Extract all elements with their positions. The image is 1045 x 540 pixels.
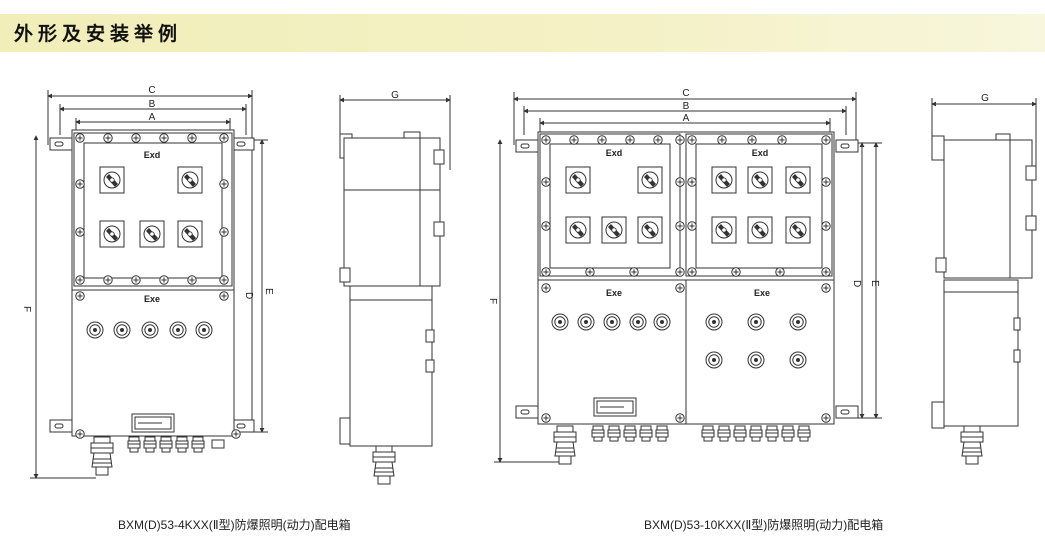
dim-c-label: C <box>148 85 155 96</box>
diagram2-front-view: C B A D E F Exd Exd <box>487 88 882 465</box>
diagram1-caption: BXM(D)53-4KXX(Ⅱ型)防爆照明(动力)配电箱 <box>118 518 351 532</box>
diagram2-side-view: G <box>931 93 1037 465</box>
dim-a-label: A <box>149 112 156 123</box>
dim2-e-label: E <box>869 280 880 287</box>
dim2-b-label: B <box>683 101 690 112</box>
dim-d-label: D <box>243 292 254 299</box>
diagram1-side-view: G <box>339 90 451 485</box>
section-title: 外形及安装举例 <box>14 23 183 45</box>
dim2-f-label: F <box>487 298 498 304</box>
dim-e-label: E <box>263 288 274 295</box>
diagram1-front-view: C B A D E F Exd Exe <box>21 85 274 479</box>
zone-exd-label: Exd <box>144 150 161 160</box>
zone2-exe-right-label: Exe <box>754 288 770 298</box>
zone-exe-label: Exe <box>144 294 160 304</box>
zone2-exd-right-label: Exd <box>752 148 769 158</box>
dim2-d-label: D <box>851 280 862 287</box>
diagram2-caption: BXM(D)53-10KXX(Ⅱ型)防爆照明(动力)配电箱 <box>644 518 884 532</box>
dim-b-label: B <box>149 99 156 110</box>
zone2-exe-left-label: Exe <box>606 288 622 298</box>
dim-g-label: G <box>391 90 399 101</box>
dim2-c-label: C <box>682 88 689 99</box>
section-header: 外形及安装举例 <box>0 14 1045 52</box>
dim2-g-label: G <box>981 93 989 104</box>
dim-f-label: F <box>21 306 32 312</box>
dim2-a-label: A <box>683 113 690 124</box>
zone2-exd-left-label: Exd <box>606 148 623 158</box>
